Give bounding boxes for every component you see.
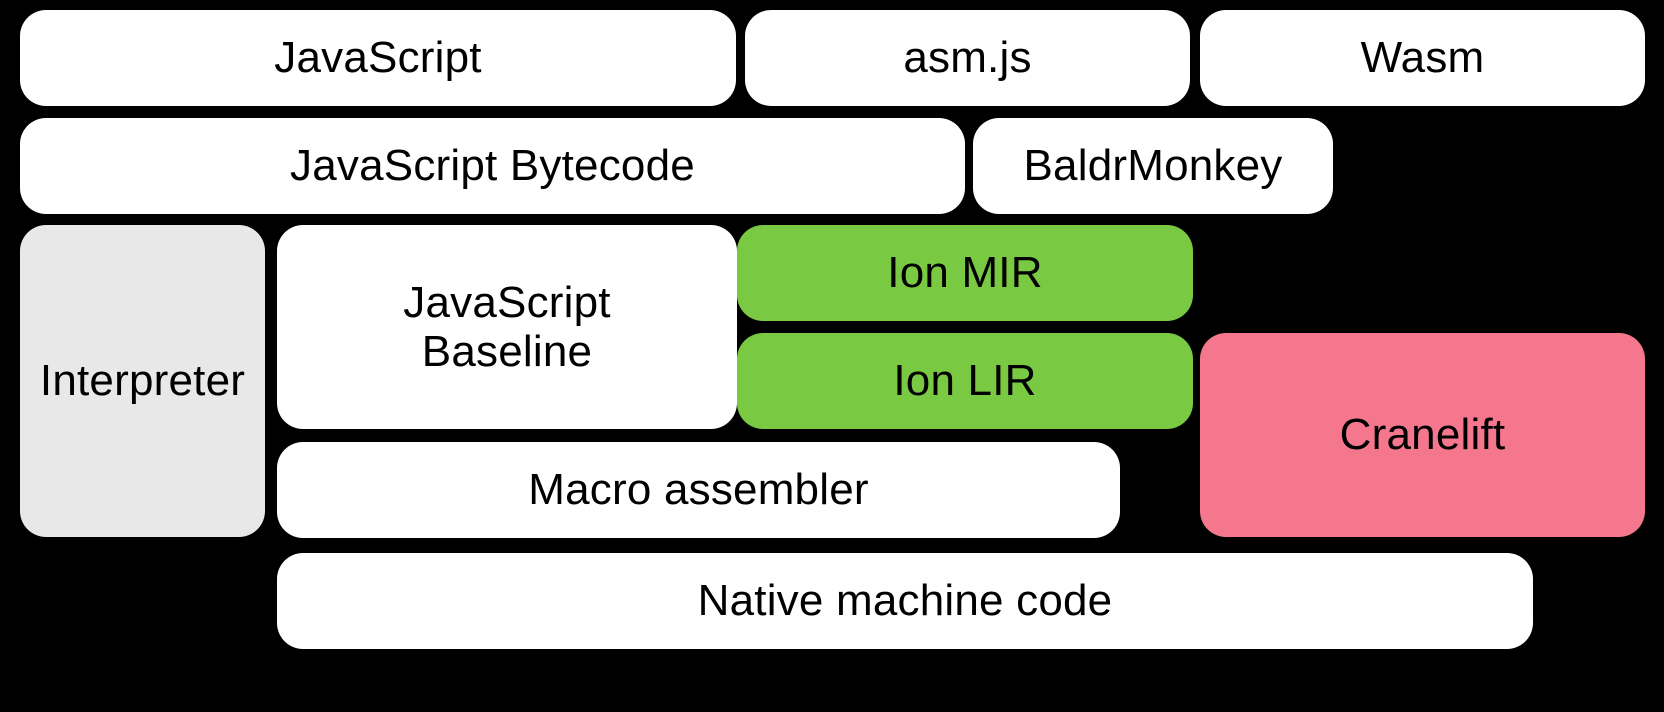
node-native-machine-code[interactable]: Native machine code bbox=[277, 553, 1533, 649]
node-interpreter[interactable]: Interpreter bbox=[20, 225, 265, 537]
node-macro-assembler[interactable]: Macro assembler bbox=[277, 442, 1120, 538]
node-cranelift[interactable]: Cranelift bbox=[1200, 333, 1645, 537]
node-javascript-bytecode[interactable]: JavaScript Bytecode bbox=[20, 118, 965, 214]
node-baldrmonkey[interactable]: BaldrMonkey bbox=[973, 118, 1333, 214]
node-ion-mir[interactable]: Ion MIR bbox=[737, 225, 1193, 321]
node-wasm[interactable]: Wasm bbox=[1200, 10, 1645, 106]
node-javascript[interactable]: JavaScript bbox=[20, 10, 736, 106]
node-javascript-baseline[interactable]: JavaScript Baseline bbox=[277, 225, 737, 429]
node-asm-js[interactable]: asm.js bbox=[745, 10, 1190, 106]
node-ion-lir[interactable]: Ion LIR bbox=[737, 333, 1193, 429]
